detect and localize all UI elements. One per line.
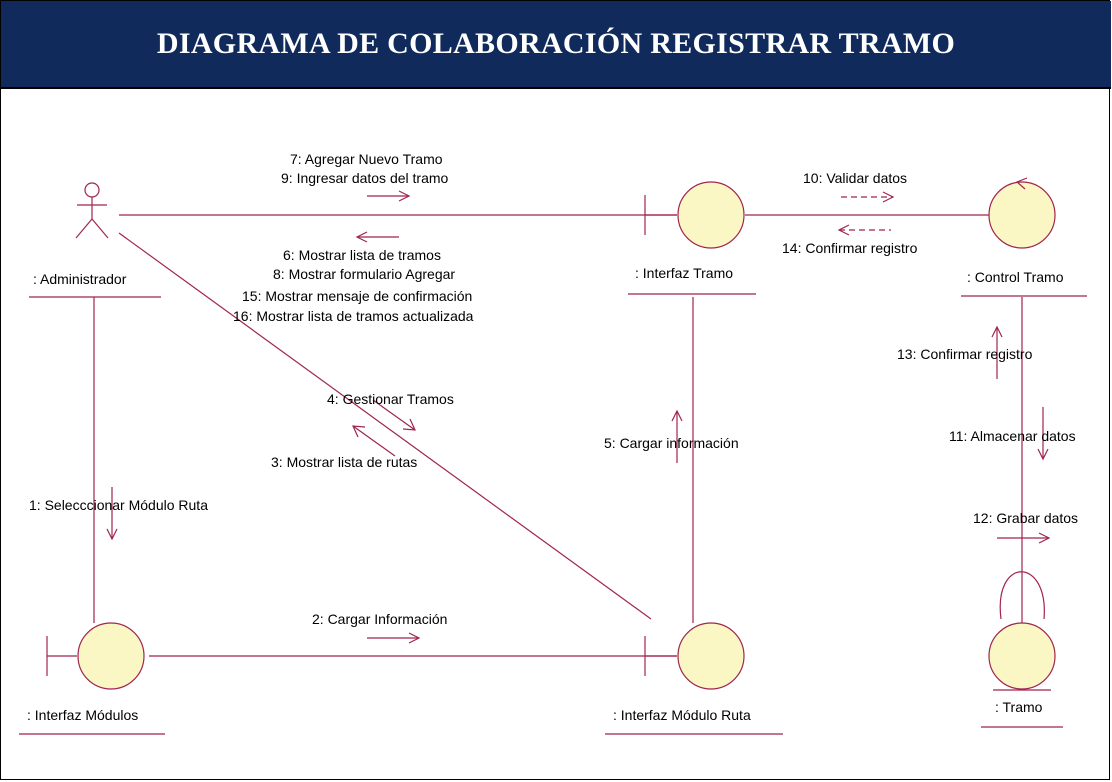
object-label-administrador: : Administrador (33, 271, 127, 287)
arrow-m10 (841, 191, 895, 203)
message-label: 1: Selecccionar Módulo Ruta (29, 497, 208, 513)
message-label: 9: Ingresar datos del tramo (281, 170, 449, 186)
object-label-tramo: : Tramo (995, 699, 1043, 715)
message-label: 15: Mostrar mensaje de confirmación (242, 288, 472, 304)
message-label: 11: Almacenar datos (949, 428, 1076, 444)
control-control-tramo[interactable] (988, 177, 1056, 249)
message-label: 10: Validar datos (803, 170, 907, 186)
message-label: 4: Gestionar Tramos (327, 391, 454, 407)
message-label: 13: Confirmar registro (897, 346, 1033, 362)
self-link-tramo (999, 571, 1045, 620)
arrow-m6 (355, 231, 399, 243)
arrow-m7 (367, 190, 411, 202)
arrow-m2 (367, 632, 421, 644)
arrow-m11 (1037, 407, 1049, 461)
actor-icon[interactable] (75, 182, 109, 239)
arrow-m1 (106, 487, 118, 541)
arrow-m3 (352, 425, 396, 457)
message-label: 2: Cargar Información (312, 611, 447, 627)
arrow-m13 (991, 325, 1003, 379)
collaboration-diagram: : Administrador : Interfaz Tramo : Contr… (19, 151, 1087, 735)
boundary-interfaz-tramo[interactable] (644, 181, 745, 249)
object-label-interfaz-modulos: : Interfaz Módulos (27, 707, 138, 723)
object-label-interfaz-modulo-ruta: : Interfaz Módulo Ruta (613, 707, 751, 723)
message-label: 5: Cargar información (604, 435, 739, 451)
link-admin-interfaz-modulo-ruta (118, 232, 652, 620)
arrow-m14 (837, 224, 891, 236)
message-label: 6: Mostrar lista de tramos (283, 247, 441, 263)
message-label: 14: Confirmar registro (782, 240, 918, 256)
message-label: 8: Mostrar formulario Agregar (273, 266, 455, 282)
message-label: 12: Grabar datos (973, 510, 1078, 526)
object-label-interfaz-tramo: : Interfaz Tramo (635, 265, 733, 281)
arrow-m12 (997, 532, 1051, 544)
boundary-interfaz-modulos[interactable] (46, 622, 145, 690)
entity-tramo[interactable] (988, 622, 1056, 691)
arrow-m5 (671, 409, 683, 463)
message-label: 3: Mostrar lista de rutas (271, 454, 417, 470)
page-title: DIAGRAMA DE COLABORACIÓN REGISTRAR TRAMO (156, 27, 956, 60)
title-banner: DIAGRAMA DE COLABORACIÓN REGISTRAR TRAMO (1, 1, 1111, 89)
boundary-interfaz-modulo-ruta[interactable] (644, 622, 745, 690)
message-label: 7: Agregar Nuevo Tramo (290, 151, 443, 167)
message-label: 16: Mostrar lista de tramos actualizada (233, 308, 474, 324)
arrow-m4 (372, 399, 416, 431)
object-label-control-tramo: : Control Tramo (967, 269, 1064, 285)
